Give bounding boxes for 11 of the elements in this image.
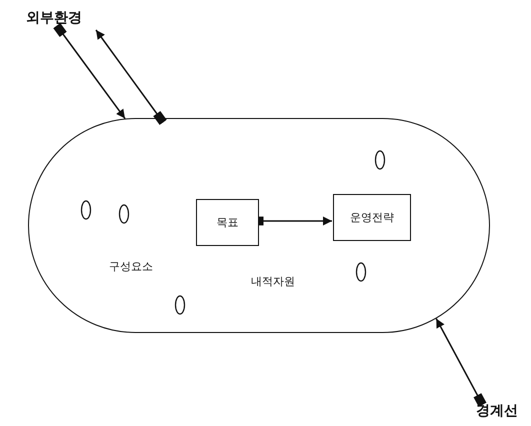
label-text: 외부환경 [26, 9, 82, 27]
region-label: 내적자원 [251, 274, 295, 289]
process-box [333, 194, 411, 241]
arrow [53, 22, 126, 119]
box-label: 운영전략 [350, 210, 394, 225]
arrow [436, 318, 486, 407]
region-label: 구성요소 [109, 259, 153, 274]
box-label: 목표 [216, 215, 238, 230]
process-box [196, 199, 259, 246]
arrow [95, 30, 167, 126]
label-text: 경계선 [476, 402, 518, 420]
